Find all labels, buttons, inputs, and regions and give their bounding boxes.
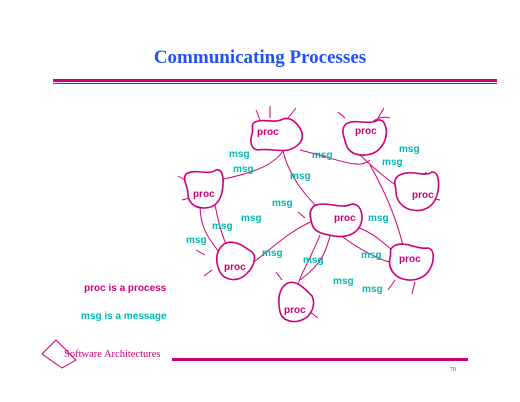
legend-msg-text: msg is a message	[81, 311, 167, 322]
stub	[297, 211, 306, 219]
msg-label: msg	[303, 255, 324, 266]
process-node	[183, 169, 224, 209]
stub	[387, 279, 416, 295]
msg-label: msg	[229, 149, 250, 160]
process-node	[388, 243, 435, 281]
stub	[195, 249, 213, 277]
process-node	[393, 171, 440, 212]
msg-label: msg	[333, 276, 354, 287]
connection	[249, 219, 316, 266]
connection	[339, 234, 391, 263]
process-node	[342, 119, 388, 156]
title-rule-thin	[53, 83, 497, 84]
msg-label: msg	[272, 198, 293, 209]
msg-label: msg	[312, 150, 333, 161]
proc-label: proc	[355, 126, 377, 137]
footer-logo-icon	[41, 339, 77, 369]
connection	[299, 235, 331, 281]
connection	[219, 150, 284, 181]
msg-label: msg	[368, 213, 389, 224]
connection	[297, 234, 321, 286]
proc-label: proc	[334, 213, 356, 224]
stub	[255, 106, 297, 121]
proc-label: proc	[399, 254, 421, 265]
msg-label: msg	[241, 213, 262, 224]
stub	[337, 107, 385, 119]
slide-title: Communicating Processes	[153, 47, 367, 68]
footer-rule	[172, 358, 468, 361]
title-rule	[53, 79, 497, 82]
msg-label: msg	[290, 171, 311, 182]
connection	[299, 149, 371, 165]
proc-label: proc	[257, 127, 279, 138]
proc-label: proc	[224, 262, 246, 273]
msg-label: msg	[362, 284, 383, 295]
msg-label: msg	[262, 248, 283, 259]
process-node	[278, 281, 315, 323]
msg-label: msg	[382, 157, 403, 168]
proc-label: proc	[193, 189, 215, 200]
legend-proc-text: proc is a process	[84, 283, 167, 294]
msg-label: msg	[212, 221, 233, 232]
footer-text: Software Architectures	[64, 349, 161, 360]
msg-label: msg	[361, 250, 382, 261]
msg-label: msg	[233, 164, 254, 175]
page-number: 70	[450, 367, 456, 373]
process-node	[250, 117, 304, 152]
proc-label: proc	[412, 190, 434, 201]
msg-label: msg	[186, 235, 207, 246]
proc-label: proc	[284, 305, 306, 316]
process-node	[309, 203, 363, 238]
process-node	[215, 241, 256, 281]
msg-label: msg	[399, 144, 420, 155]
